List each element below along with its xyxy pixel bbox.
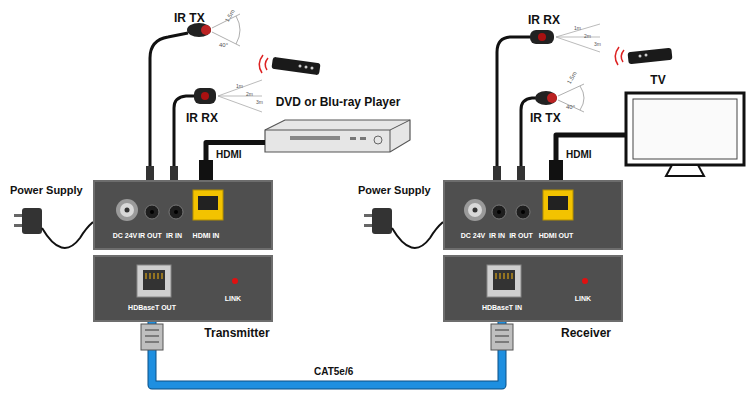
cable-line <box>152 322 502 385</box>
cable-label: HDMI <box>214 149 244 160</box>
range-note: 1m <box>236 84 243 90</box>
part-label: IR TX <box>530 112 561 125</box>
cable-line <box>206 142 265 180</box>
range-note: 1.5m <box>566 70 578 85</box>
cable <box>556 135 626 180</box>
port-label: DC 24V <box>113 232 138 240</box>
port-label: HDMI IN <box>193 232 220 240</box>
cable-line <box>556 135 626 180</box>
panel-top: DC 24VIR OUT IR IN HDMI IN <box>93 180 273 250</box>
range-note: 3m <box>594 42 601 48</box>
panel-bottom: HDBaseT OUTLINKTransmitter <box>93 255 273 322</box>
port-label: IR IN <box>489 232 505 240</box>
ir-receiver <box>493 24 600 180</box>
port-label: IR OUT <box>138 232 162 240</box>
range-note: 3m <box>256 100 263 106</box>
port-label: LINK <box>575 295 591 303</box>
device-name: DVD or Blu-ray Player <box>276 96 401 109</box>
tv-box: TV <box>626 93 744 177</box>
device-name: TV <box>650 74 665 87</box>
range-note: 40° <box>566 104 575 111</box>
cable-label: CAT5e/6 <box>312 366 355 377</box>
cable <box>206 142 265 180</box>
device-name: Transmitter <box>204 327 269 340</box>
port-label: HDBaseT IN <box>482 304 522 312</box>
remote-control <box>259 55 320 75</box>
rj45-plug <box>141 324 513 350</box>
ir-emitter <box>517 84 584 180</box>
part-label: IR RX <box>528 14 560 27</box>
cable-label: HDMI <box>564 149 594 160</box>
port-label: IR OUT <box>509 232 533 240</box>
hdmi-plug <box>199 160 563 180</box>
cable <box>152 322 502 385</box>
power-adapter <box>364 208 443 248</box>
range-note: 1m <box>574 26 581 32</box>
tv-set <box>626 93 744 176</box>
ir-receiver <box>170 80 262 180</box>
dvd-player <box>265 120 410 152</box>
port-label: HDMI OUT <box>539 232 574 240</box>
part-label: IR RX <box>186 112 218 125</box>
panel-bottom: HDBaseT INLINKReceiver <box>443 255 623 322</box>
power-adapter <box>14 208 93 248</box>
port-label: DC 24V <box>461 232 486 240</box>
device-name: Receiver <box>561 327 611 340</box>
port-label: HDBaseT OUT <box>128 304 176 312</box>
range-note: 2m <box>584 34 591 40</box>
range-note: 40° <box>219 42 228 49</box>
cable-outline <box>152 322 502 385</box>
part-label: Power Supply <box>358 184 431 196</box>
range-note: 2m <box>246 92 253 98</box>
range-note: 1.5m <box>224 8 236 23</box>
port-label: LINK <box>225 295 241 303</box>
part-label: IR TX <box>174 12 205 25</box>
dvd-player-box: DVD or Blu-ray Player <box>265 120 410 152</box>
remote-control <box>615 47 672 65</box>
panel-art <box>95 257 271 320</box>
port-label: IR IN <box>166 232 182 240</box>
part-label: Power Supply <box>10 184 83 196</box>
panel-top: DC 24VIR IN IR OUT HDMI OUT <box>443 180 623 250</box>
panel-art <box>445 257 621 320</box>
